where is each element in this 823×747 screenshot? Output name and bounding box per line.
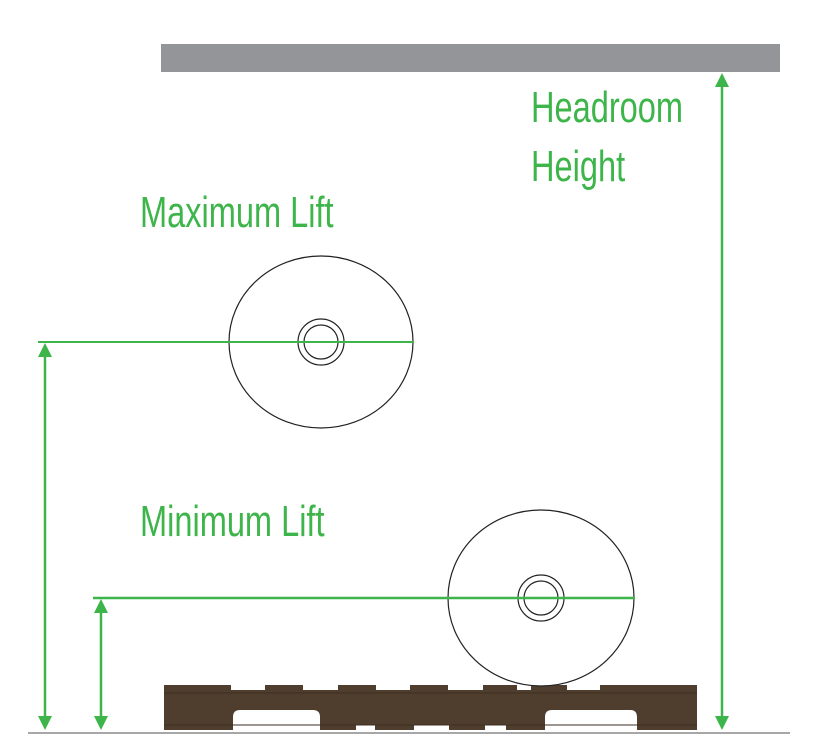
min-lift-dimension-arrow [94, 599, 108, 730]
max-lift-dimension-arrow [38, 343, 52, 730]
headroom-dimension-arrow [715, 73, 729, 730]
ceiling-bar [161, 44, 780, 72]
max-lift-label: Maximum Lift [140, 188, 334, 237]
min-lift-label: Minimum Lift [140, 497, 325, 546]
headroom-label-line2: Height [531, 142, 626, 191]
pallet [164, 685, 697, 730]
headroom-label-line1: Headroom [531, 83, 684, 132]
